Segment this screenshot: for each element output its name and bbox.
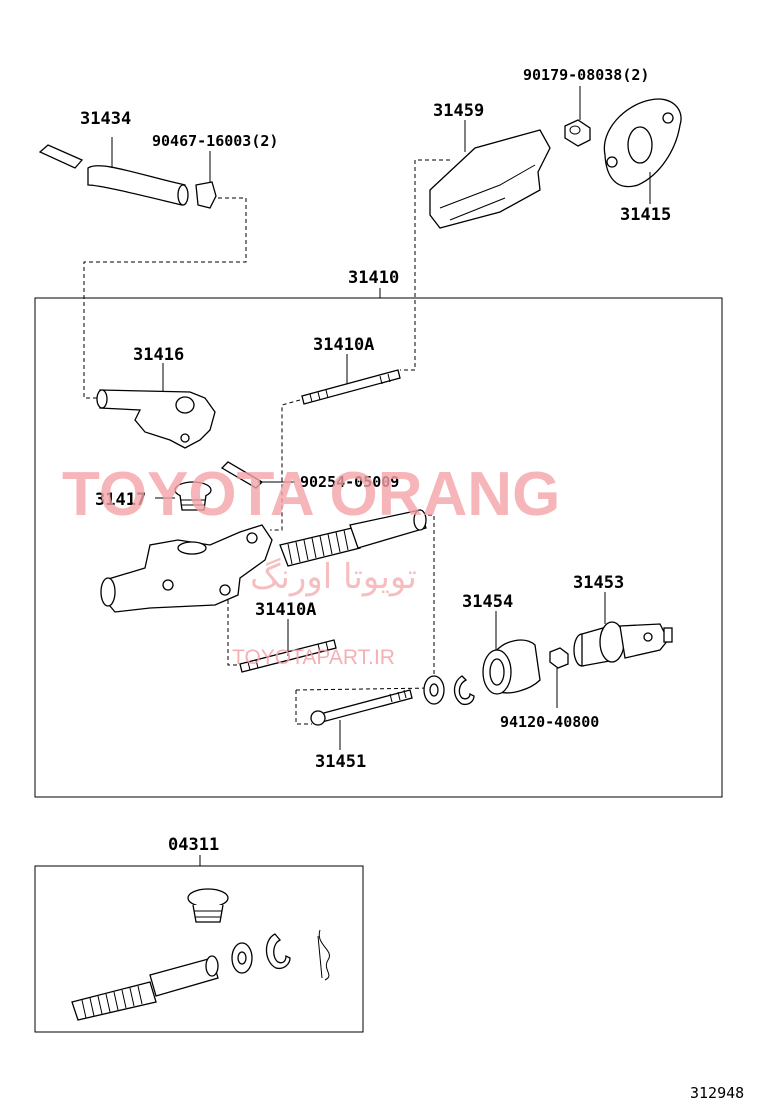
kit-piston-spring (71, 955, 219, 1021)
label-31451: 31451 (315, 752, 366, 772)
label-31454: 31454 (462, 592, 513, 612)
label-31410: 31410 (348, 268, 399, 288)
push-rod-31451 (310, 689, 413, 726)
watermark-persian: تویوتا اورنگ (250, 557, 417, 597)
clevis-31453 (573, 621, 673, 667)
label-31459: 31459 (433, 101, 484, 121)
kit-washer (231, 942, 253, 974)
boot-31454 (482, 639, 541, 695)
clamp-90467 (195, 181, 217, 209)
label-04311: 04311 (168, 835, 219, 855)
kit-plug (187, 888, 229, 923)
label-90254: 90254-05009 (300, 473, 399, 491)
label-94120: 94120-40800 (500, 713, 599, 731)
washer (423, 675, 445, 705)
watermark-brand: TOYOTA ORANG (62, 460, 560, 529)
cylinder-body (100, 524, 273, 613)
label-31410A-top: 31410A (313, 335, 374, 355)
bracket-31459 (429, 129, 551, 229)
label-31453: 31453 (573, 573, 624, 593)
label-31410A-mid: 31410A (255, 600, 316, 620)
nut-94120 (549, 647, 569, 669)
label-90467: 90467-16003(2) (152, 132, 278, 150)
piston-spring (279, 509, 427, 567)
label-90179: 90179-08038(2) (523, 66, 649, 84)
plug-31417 (174, 481, 212, 511)
label-31415: 31415 (620, 205, 671, 225)
gasket-31415 (603, 98, 682, 188)
nut-90179 (564, 119, 591, 147)
kit-clip (317, 929, 330, 981)
kit-box-04311 (34, 865, 364, 1033)
watermark-site: TOYOTAPART.IR (232, 646, 395, 669)
label-31417: 31417 (95, 490, 146, 510)
snap-ring (453, 675, 475, 706)
hose-31434 (38, 144, 189, 206)
label-31416: 31416 (133, 345, 184, 365)
figure-number: 312948 (690, 1084, 744, 1102)
assembly-box-31410 (34, 297, 723, 798)
stud-bolt-31410A-top (301, 369, 401, 405)
union-31416 (96, 389, 216, 449)
label-31434: 31434 (80, 109, 131, 129)
kit-snap-ring (265, 933, 291, 970)
